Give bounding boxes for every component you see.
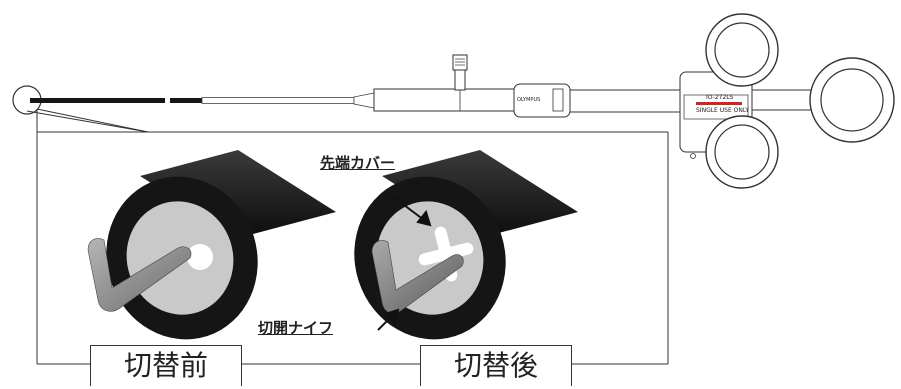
sheath-proximal [170,98,202,103]
t-port-stem [454,69,466,91]
shaft-taper [353,92,375,109]
knife-before [87,238,192,312]
label-red-band [696,102,742,105]
before-switch-label: 切替前 [90,345,242,386]
cutting-knife-label: 切開ナイフ [258,319,334,337]
detail-frame [36,131,669,365]
instrument [12,13,895,189]
handle-shaft [569,89,681,113]
model-number: IO-272LS [706,94,734,101]
after-switch-label: 切替後 [420,345,572,386]
shaft [201,97,355,104]
brand-mark: OLYMPUS [517,97,541,103]
single-use-notice: SINGLE USE ONLY [696,107,750,114]
tip-after [354,150,578,340]
callout-arrows [377,192,432,331]
sheath-distal [30,98,165,103]
t-port-cap [452,54,468,71]
tip-before [87,150,336,340]
body-tube [373,88,515,112]
tip-cover-label: 先端カバー [320,154,396,172]
